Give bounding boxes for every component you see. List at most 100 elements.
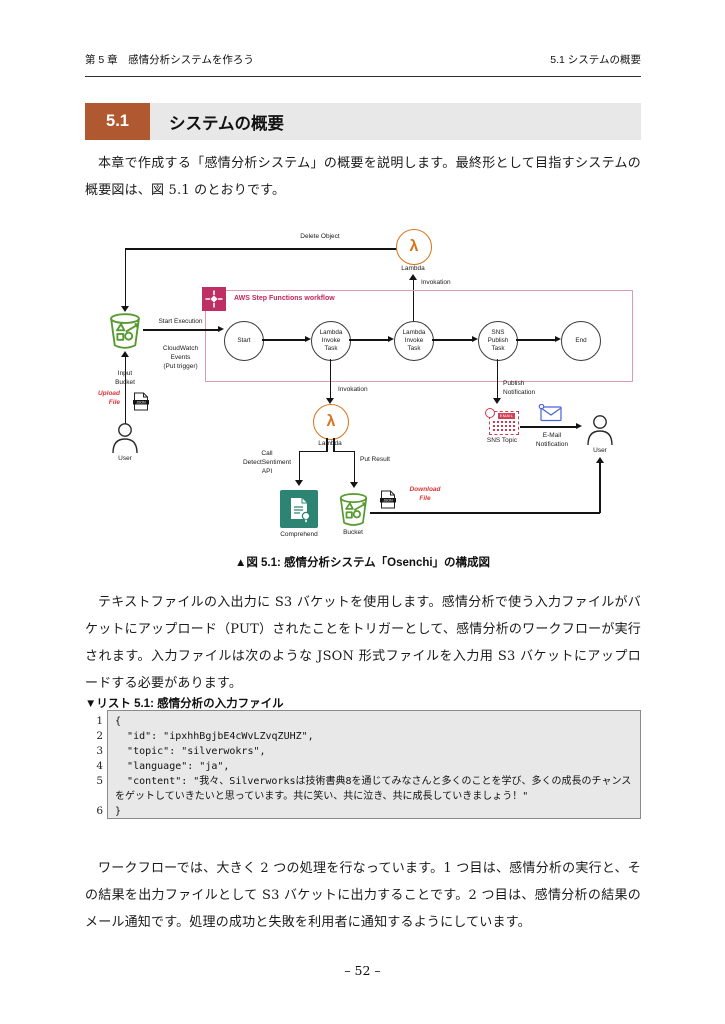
code-text: { <box>107 710 641 729</box>
fork-line <box>299 450 327 452</box>
user-left-label: User <box>118 455 132 462</box>
paragraph-2: テキストファイルの入出力に S3 バケットを使用します。感情分析で使う入力ファイ… <box>85 595 641 691</box>
wf-node-lambda-invoke-1: Lambda Invoke Task <box>311 321 351 361</box>
fork-line <box>333 438 335 452</box>
line-number: 6 <box>96 805 103 817</box>
download-file-label: Download File <box>409 486 441 502</box>
download-line <box>370 512 600 514</box>
page-number: – 52 – <box>344 963 381 978</box>
invokation-top-line <box>412 279 414 321</box>
code-listing: 1 { 2 "id": "ipxhhBgjbE4cWvLZvqZUHZ", 3 … <box>85 710 641 819</box>
s3-output-bucket-icon <box>337 492 370 529</box>
start-execution-label: Start Execution <box>158 318 203 325</box>
email-badge: EMAIL <box>498 413 515 419</box>
arrowhead <box>493 398 501 404</box>
arrowhead <box>121 306 129 312</box>
lambda-top-label: Lambda <box>401 265 425 272</box>
delete-object-line <box>125 248 397 250</box>
comprehend-icon <box>280 490 318 530</box>
email-icon <box>538 403 562 424</box>
email-line <box>520 426 576 428</box>
code-line: 4 "language": "ja", <box>85 759 641 774</box>
paragraph-3: ワークフローでは、大きく 2 つの処理を行なっています。1 つ目は、感情分析の実… <box>85 861 641 930</box>
line-number: 3 <box>96 745 103 757</box>
sns-dots <box>493 421 515 423</box>
section-title: システムの概要 <box>169 114 285 133</box>
wf-connector <box>516 339 555 341</box>
json-file-icon: JSON <box>380 490 396 511</box>
step-functions-icon <box>202 287 226 311</box>
lambda-icon: λ <box>313 404 349 440</box>
fork-line <box>353 450 355 483</box>
fork-line <box>333 450 354 452</box>
invokation-mid-label: Invokation <box>338 386 368 393</box>
svg-text:JSON: JSON <box>136 401 146 405</box>
line-number: 4 <box>96 760 103 772</box>
sns-dots <box>493 429 515 431</box>
code-line: 1 { <box>85 710 641 729</box>
lambda-icon: λ <box>396 229 432 265</box>
line-number: 2 <box>96 730 103 742</box>
wf-connector <box>349 339 388 341</box>
sns-topic-circle <box>485 408 495 418</box>
email-notification-label: E-Mail Notification <box>535 432 569 448</box>
wf-node-sns-publish: SNS Publish Task <box>478 321 518 361</box>
listing-caption: ▼リスト 5.1: 感情分析の入力ファイル <box>85 698 284 710</box>
arrowhead <box>121 351 129 357</box>
publish-notification-label: Publish Notification <box>503 380 536 396</box>
step-functions-workflow-box <box>205 290 633 382</box>
workflow-title: AWS Step Functions workflow <box>234 295 335 302</box>
lambda-bottom-label: Lambda <box>318 440 342 447</box>
delete-object-line-down <box>124 248 126 306</box>
architecture-diagram: Delete Object λ Lambda Invokation AWS St… <box>90 228 640 550</box>
user-right-label: User <box>593 447 607 454</box>
json-file-icon: JSON <box>133 392 149 413</box>
code-line: 5 "content": "我々、Silverworksは技術書典8を通じてみな… <box>85 774 641 804</box>
publish-line <box>496 359 498 399</box>
download-line-up <box>599 462 601 513</box>
output-bucket-label: Bucket <box>343 529 363 536</box>
code-text: "id": "ipxhhBgjbE4cWvLZvqZUHZ", <box>107 729 641 744</box>
code-line: 6 } <box>85 804 641 819</box>
wf-connector <box>432 339 472 341</box>
arrowhead <box>576 423 582 429</box>
delete-object-label: Delete Object <box>300 233 340 240</box>
wf-node-end: End <box>561 321 601 361</box>
start-execution-line <box>143 329 218 331</box>
arrowhead <box>295 480 303 486</box>
wf-node-lambda-invoke-2: Lambda Invoke Task <box>394 321 434 361</box>
code-text: "language": "ja", <box>107 759 641 774</box>
comprehend-label: Comprehend <box>280 531 318 538</box>
arrowhead <box>595 457 604 463</box>
wf-connector <box>262 339 305 341</box>
invokation-mid-line <box>329 359 331 399</box>
invokation-top-label: Invokation <box>421 279 451 286</box>
fork-line <box>298 450 300 481</box>
code-line: 2 "id": "ipxhhBgjbE4cWvLZvqZUHZ", <box>85 729 641 744</box>
code-text: "content": "我々、Silverworksは技術書典8を通じてみなさん… <box>107 774 641 804</box>
lambda-glyph: λ <box>326 413 336 430</box>
call-detectsentiment-label: Call DetectSentiment API <box>242 450 292 475</box>
upload-file-label: Upload File <box>97 390 120 406</box>
sns-dots <box>493 425 515 427</box>
arrowhead <box>388 336 394 342</box>
sns-topic-label: SNS Topic <box>486 437 518 444</box>
code-line: 3 "topic": "silverwokrs", <box>85 744 641 759</box>
running-head: 第 5 章 感情分析システムを作ろう 5.1 システムの概要 <box>85 52 641 77</box>
section-number: 5.1 <box>85 103 150 140</box>
code-text: "topic": "silverwokrs", <box>107 744 641 759</box>
user-icon <box>110 422 140 456</box>
put-result-label: Put Result <box>360 456 390 463</box>
lambda-glyph: λ <box>409 238 419 255</box>
fork-line <box>326 438 328 452</box>
section-heading: 5.1 システムの概要 <box>85 103 641 140</box>
arrowhead <box>218 326 224 332</box>
arrowhead <box>326 398 334 404</box>
sns-topic-icon: EMAIL <box>485 408 519 435</box>
running-head-chapter: 第 5 章 感情分析システムを作ろう <box>85 54 254 66</box>
arrowhead <box>472 336 478 342</box>
running-head-section: 5.1 システムの概要 <box>550 54 641 66</box>
arrowhead <box>555 336 561 342</box>
wf-node-start: Start <box>224 321 264 361</box>
